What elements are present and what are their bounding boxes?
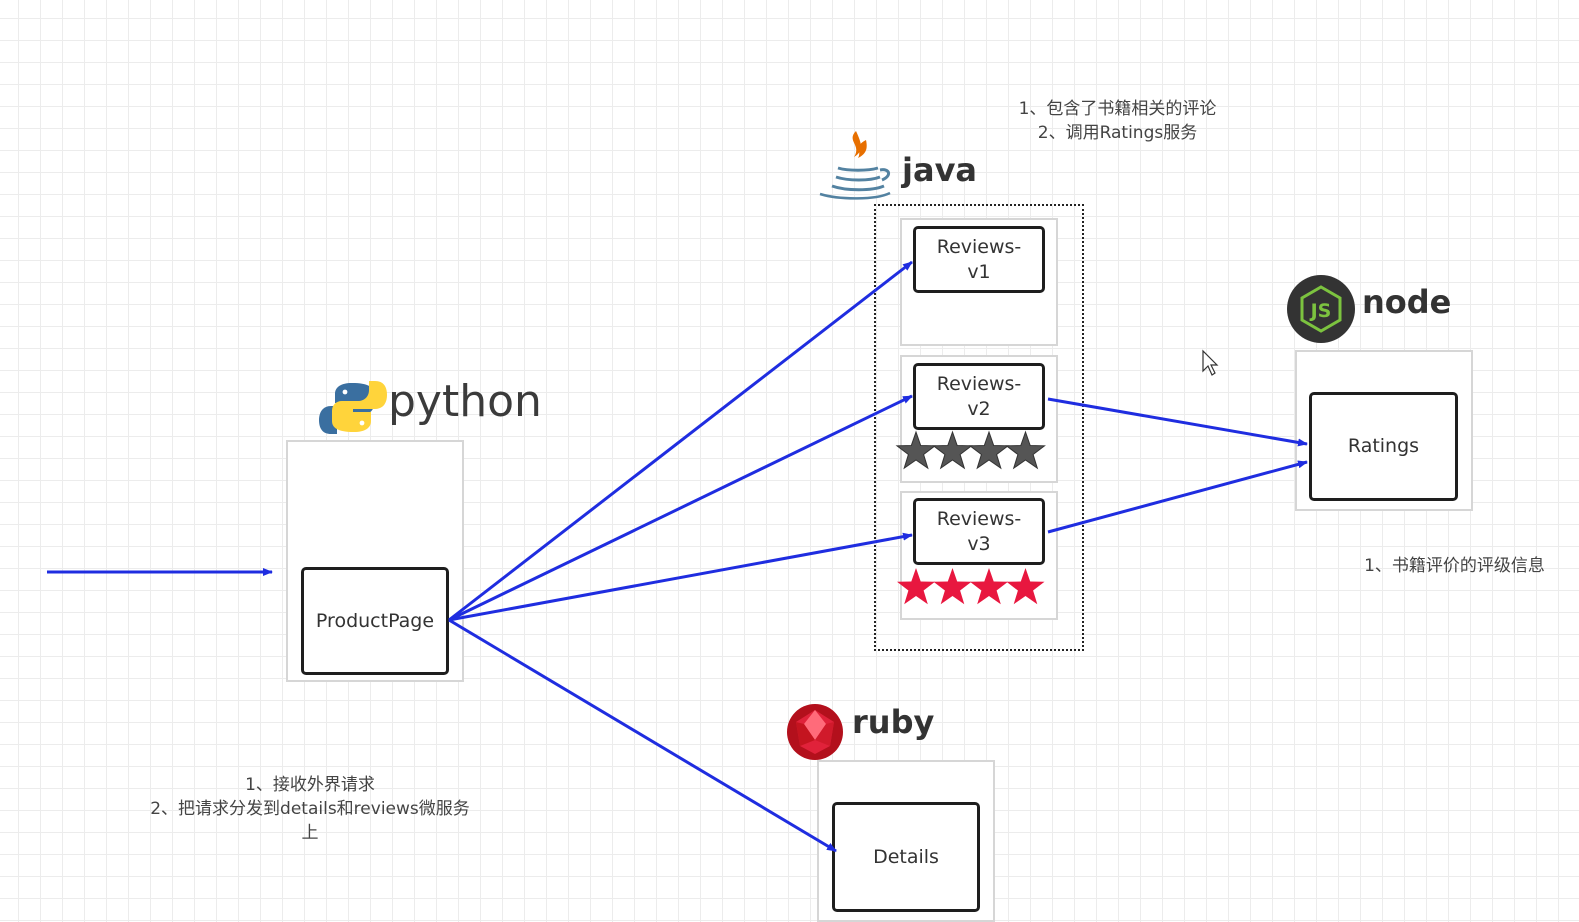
node-label: node — [1362, 283, 1452, 321]
arrow-productpage-to-reviews-v1 — [448, 260, 913, 622]
reviews-v3-stars — [897, 568, 1045, 605]
star-icon — [968, 430, 1010, 470]
node-logo-icon: JS — [1287, 275, 1355, 343]
star-icon — [932, 430, 973, 470]
ratings-label: Ratings — [1347, 435, 1420, 457]
ratings-note: 1、书籍评价的评级信息 — [1352, 554, 1557, 578]
star-icon — [970, 568, 1008, 605]
reviews-v3-label-line2: v3 — [967, 532, 991, 555]
reviews-v2-label-line1: Reviews- — [936, 372, 1022, 395]
reviews-v3-label-line1: Reviews- — [936, 507, 1022, 530]
reviews-v1-service[interactable]: Reviews-v1 — [913, 226, 1045, 293]
ruby-label: ruby — [852, 703, 935, 741]
reviews-v2-stars — [895, 430, 1046, 470]
python-logo-icon — [319, 381, 387, 434]
arrow-reviews-v3-to-ratings — [1047, 460, 1308, 534]
reviews-note: 1、包含了书籍相关的评论 2、调用Ratings服务 — [995, 97, 1240, 145]
reviews-v3-service[interactable]: Reviews-v3 — [913, 498, 1045, 565]
reviews-v1-label-line2: v1 — [967, 260, 991, 283]
productpage-note-line2: 2、把请求分发到details和reviews微服务 — [150, 799, 470, 819]
productpage-note: 1、接收外界请求 2、把请求分发到details和reviews微服务 上 — [130, 773, 490, 845]
java-logo-icon — [819, 131, 891, 200]
star-icon — [895, 430, 937, 470]
ruby-logo-icon — [787, 704, 843, 760]
star-icon — [1006, 568, 1045, 605]
reviews-v2-label-line2: v2 — [967, 397, 991, 420]
reviews-group — [874, 204, 1084, 651]
details-label: Details — [873, 845, 939, 868]
productpage-note-line1: 1、接收外界请求 — [245, 775, 375, 795]
arrow-productpage-to-reviews-v2 — [448, 394, 913, 622]
java-label: java — [902, 151, 978, 189]
python-label: python — [388, 376, 542, 427]
reviews-note-line2: 2、调用Ratings服务 — [1037, 123, 1198, 143]
reviews-note-line1: 1、包含了书籍相关的评论 — [1018, 99, 1217, 119]
arrow-productpage-to-details — [448, 618, 837, 853]
productpage-service[interactable]: ProductPage — [301, 567, 449, 675]
reviews-v2-service[interactable]: Reviews-v2 — [913, 363, 1045, 430]
star-icon — [1005, 430, 1046, 470]
ratings-service[interactable]: Ratings — [1309, 392, 1458, 501]
productpage-label: ProductPage — [315, 609, 435, 632]
reviews-v1-label-line1: Reviews- — [936, 235, 1022, 258]
ratings-note-line1: 1、书籍评价的评级信息 — [1364, 556, 1545, 576]
star-icon — [933, 568, 972, 605]
productpage-note-line3: 上 — [301, 823, 319, 843]
arrow-reviews-v2-to-ratings — [1047, 397, 1308, 447]
details-service[interactable]: Details — [832, 802, 980, 912]
star-icon — [897, 568, 935, 605]
arrow-productpage-to-reviews-v3 — [448, 532, 913, 622]
svg-text:JS: JS — [1309, 300, 1332, 322]
